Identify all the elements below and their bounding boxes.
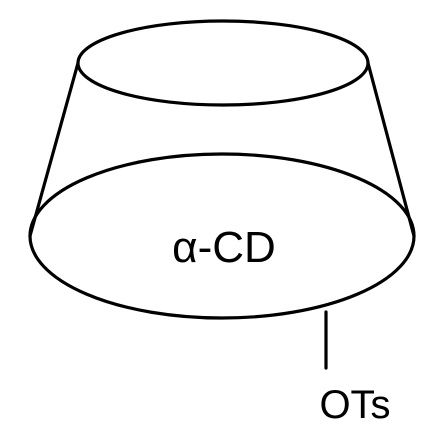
ots-label: OTs xyxy=(319,383,390,427)
top-rim-ellipse xyxy=(76,19,370,107)
right-wall-line xyxy=(366,61,416,238)
left-wall-line xyxy=(28,61,80,238)
bottom-rim-ellipse xyxy=(28,152,416,320)
alpha-cd-label: α-CD xyxy=(172,223,276,272)
